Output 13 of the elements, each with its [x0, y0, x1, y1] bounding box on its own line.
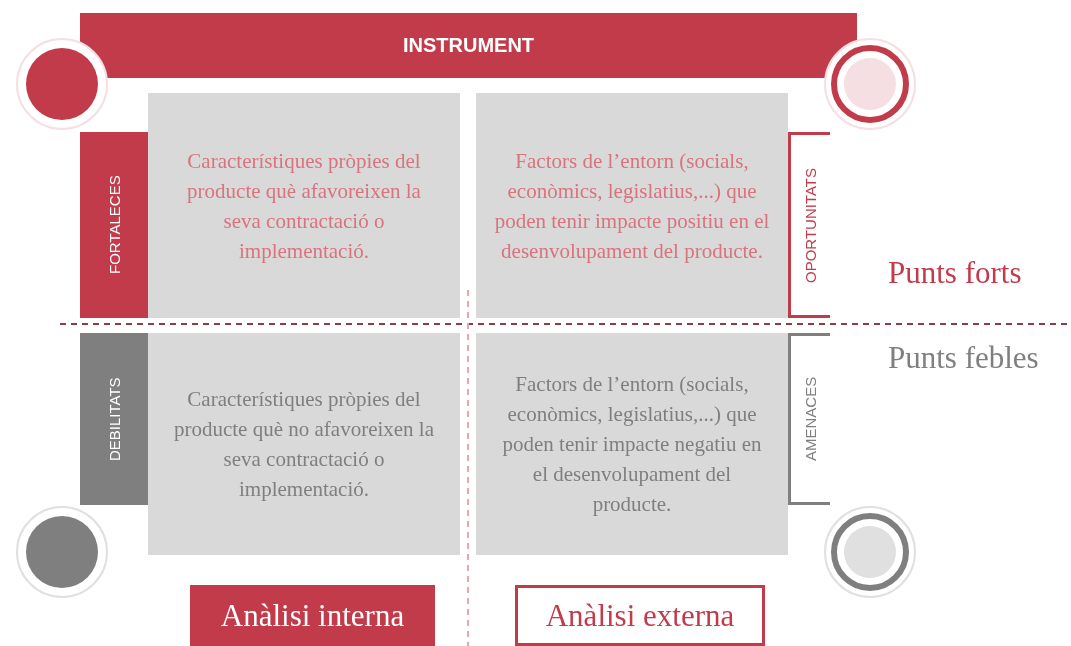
header-band: INSTRUMENT [80, 13, 857, 78]
opportunities-label-bar: OPORTUNITATS [788, 132, 830, 318]
quadrant-text: Característiques pròpies del producte què no afavoreixen la seva contractació o implementació. [148, 333, 460, 555]
internal-analysis-tag: Anàlisi interna [190, 585, 435, 646]
threats-label-bar: AMENACES [788, 333, 830, 505]
strengths-label-bar: FORTALECES [80, 132, 148, 318]
row-label: Punts forts [888, 255, 1022, 291]
quadrant-text: Factors de l’entorn (socials, econòmics, legislatius,...) que poden tenir impacte negatiu en el desenvolupament del producte. [476, 333, 788, 555]
external-analysis-tag: Anàlisi externa [515, 585, 765, 646]
weaknesses-label-bar: DEBILITATS [80, 333, 148, 505]
row-label: Punts febles [888, 340, 1039, 376]
quadrant-text: Factors de l’entorn (socials, econòmics, legislatius,...) que poden tenir impacte positiu en el desenvolupament del producte. [476, 93, 788, 318]
quadrant-text: Característiques pròpies del producte què afavoreixen la seva contractació o implementació. [148, 93, 460, 318]
